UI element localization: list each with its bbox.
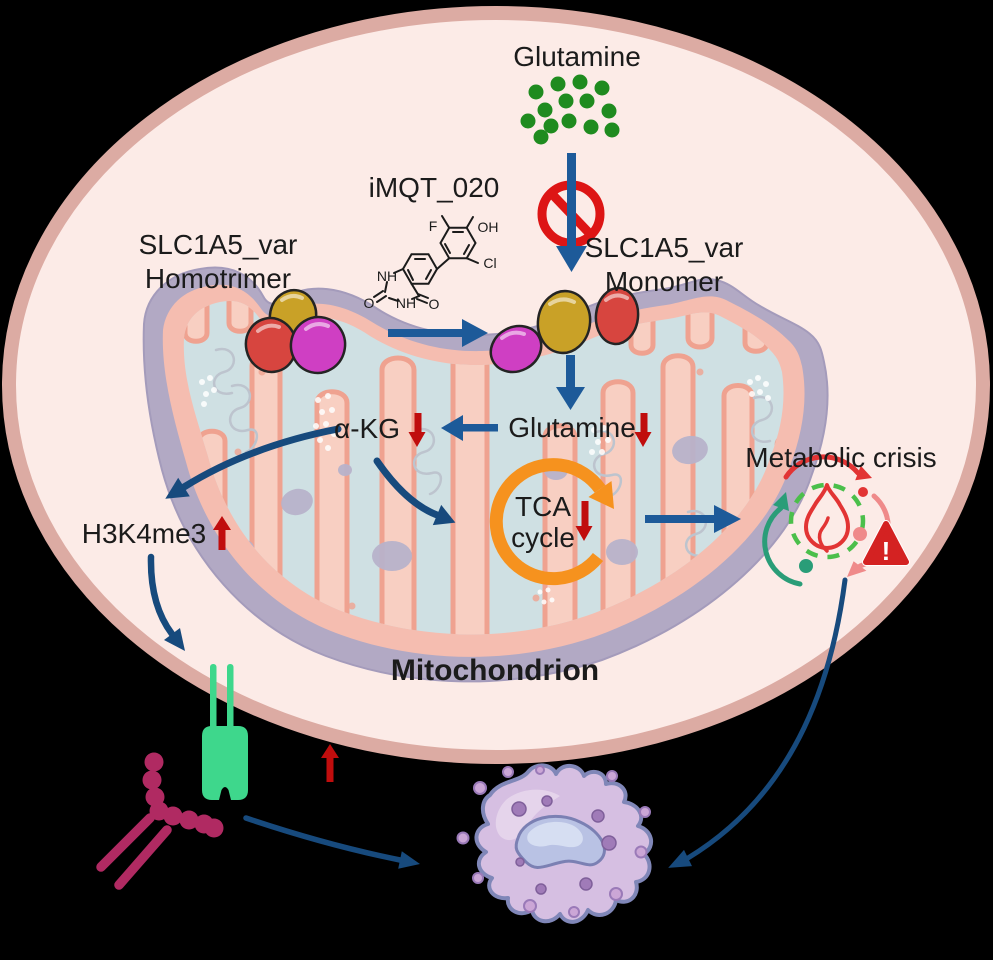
arrow-glutamine-blocked xyxy=(556,153,587,272)
homotrimer-label-line1: SLC1A5_var xyxy=(139,229,298,260)
alpha-kg-label: α-KG xyxy=(334,413,400,444)
arrow-glutamine-to-akg xyxy=(441,415,498,441)
arrow-tca-to-crisis xyxy=(645,505,741,533)
flame-icon xyxy=(804,483,850,550)
slc1a5-monomer xyxy=(489,286,640,374)
arrow-akg-decrease xyxy=(408,413,426,447)
metabolic-crisis-label: Metabolic crisis xyxy=(745,442,936,473)
atom-f: F xyxy=(429,218,438,234)
arrow-crisis-to-dying-cell xyxy=(668,577,848,868)
tca-label-line2: cycle xyxy=(511,522,575,553)
atom-cl: Cl xyxy=(483,255,496,271)
homotrimer-label-line2: Homotrimer xyxy=(145,263,291,294)
glutamine-extracellular-label: Glutamine xyxy=(513,41,641,72)
arrow-h3k4me3-increase xyxy=(213,516,231,550)
atom-oh: OH xyxy=(478,219,499,235)
arrow-akg-to-tca xyxy=(373,457,456,526)
slc1a5-homotrimer xyxy=(244,288,347,375)
glutamine-mito-label: Glutamine xyxy=(508,412,636,443)
arrow-h3k4me3-to-receptor xyxy=(147,553,185,651)
arrow-monomer-to-glutamine xyxy=(556,355,585,410)
arrow-receptor-increase xyxy=(321,744,339,782)
monomer-label-line2: Monomer xyxy=(605,266,723,297)
tca-cycle-icon xyxy=(489,458,614,586)
inhibitor-structure: F OH Cl NH NH O O xyxy=(364,215,499,312)
antibody-icon xyxy=(96,752,224,890)
h3k4me3-label: H3K4me3 xyxy=(82,518,207,549)
receptor-icon xyxy=(202,664,248,800)
glutamine-molecules xyxy=(520,74,620,145)
arrow-trimer-to-monomer xyxy=(388,319,488,347)
atom-o2: O xyxy=(429,296,440,312)
arrow-tca-decrease xyxy=(575,501,593,541)
arrow-receptor-to-dying-cell xyxy=(243,815,420,869)
atom-o1: O xyxy=(364,295,375,311)
inhibitor-label: iMQT_020 xyxy=(369,172,500,203)
mitochondrion-label: Mitochondrion xyxy=(391,654,599,687)
atom-nh2: NH xyxy=(396,295,416,311)
monomer-label-line1: SLC1A5_var xyxy=(585,232,744,263)
arrow-glutamine-decrease xyxy=(634,413,652,447)
warning-exclamation: ! xyxy=(882,536,891,566)
tca-label-line1: TCA xyxy=(515,491,571,522)
atom-nh1: NH xyxy=(377,268,397,284)
arrow-akg-to-h3k4me3 xyxy=(165,425,342,499)
dying-cell xyxy=(456,763,654,924)
warning-icon: ! xyxy=(862,520,910,566)
